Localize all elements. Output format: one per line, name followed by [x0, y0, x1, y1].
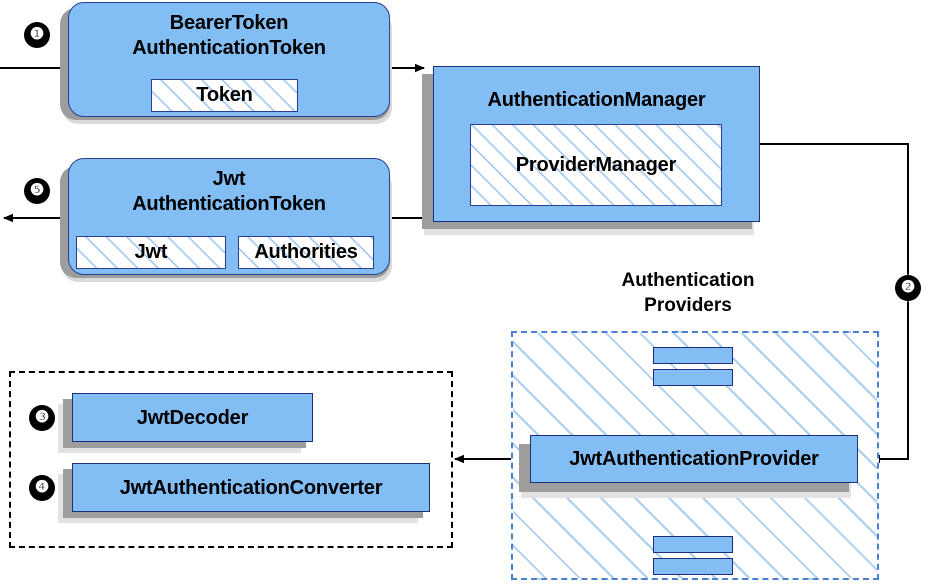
provider-stub-bottom-2 — [653, 558, 733, 575]
bearer-token-title-line1: BearerToken — [169, 12, 289, 34]
bearer-token-title-line2: AuthenticationToken — [132, 37, 326, 59]
jwt-authentication-provider-box[interactable]: JwtAuthenticationProvider — [530, 435, 858, 483]
authentication-providers-title: Authentication Providers — [562, 268, 814, 318]
jwt-token-slot-authorities-label: Authorities — [254, 241, 358, 263]
jwt-token-slot-jwt[interactable]: Jwt — [76, 236, 226, 269]
jwt-decoder-label: JwtDecoder — [136, 407, 249, 429]
authentication-manager-title: AuthenticationManager — [487, 89, 706, 111]
badge-4: ❹ — [29, 475, 55, 501]
flow-arrow-2-manager-to-provider — [760, 143, 909, 464]
authentication-manager-slot-providermanager[interactable]: ProviderManager — [470, 124, 722, 206]
jwt-token-title-line2: AuthenticationToken — [132, 193, 326, 215]
authentication-providers-title-line1: Authentication — [621, 270, 755, 291]
jwt-token-title: Jwt AuthenticationToken — [69, 167, 389, 217]
provider-stub-top-1 — [653, 347, 733, 364]
bearer-token-slot-label: Token — [196, 84, 253, 106]
badge-2: ❷ — [895, 275, 921, 301]
jwt-token-title-line1: Jwt — [212, 168, 246, 190]
jwt-token-slot-authorities[interactable]: Authorities — [238, 236, 374, 269]
authentication-providers-title-line2: Providers — [644, 295, 732, 316]
provider-manager-label: ProviderManager — [515, 153, 677, 176]
jwt-support-container — [9, 371, 453, 548]
badge-3: ❸ — [29, 405, 55, 431]
provider-stub-top-2 — [653, 369, 733, 386]
provider-stub-bottom-1 — [653, 536, 733, 553]
jwt-authentication-provider-label: JwtAuthenticationProvider — [569, 448, 819, 470]
jwt-authentication-converter-label: JwtAuthenticationConverter — [119, 477, 383, 499]
jwt-decoder-box[interactable]: JwtDecoder — [72, 393, 313, 442]
bearer-token-slot-token[interactable]: Token — [151, 79, 298, 112]
jwt-token-slot-jwt-label: Jwt — [134, 241, 168, 263]
badge-1: ❶ — [24, 22, 50, 48]
jwt-authentication-token-card[interactable]: Jwt AuthenticationToken — [68, 158, 390, 275]
badge-5: ❺ — [24, 178, 50, 204]
jwt-authentication-converter-box[interactable]: JwtAuthenticationConverter — [72, 463, 430, 512]
bearer-token-title: BearerToken AuthenticationToken — [69, 11, 389, 61]
